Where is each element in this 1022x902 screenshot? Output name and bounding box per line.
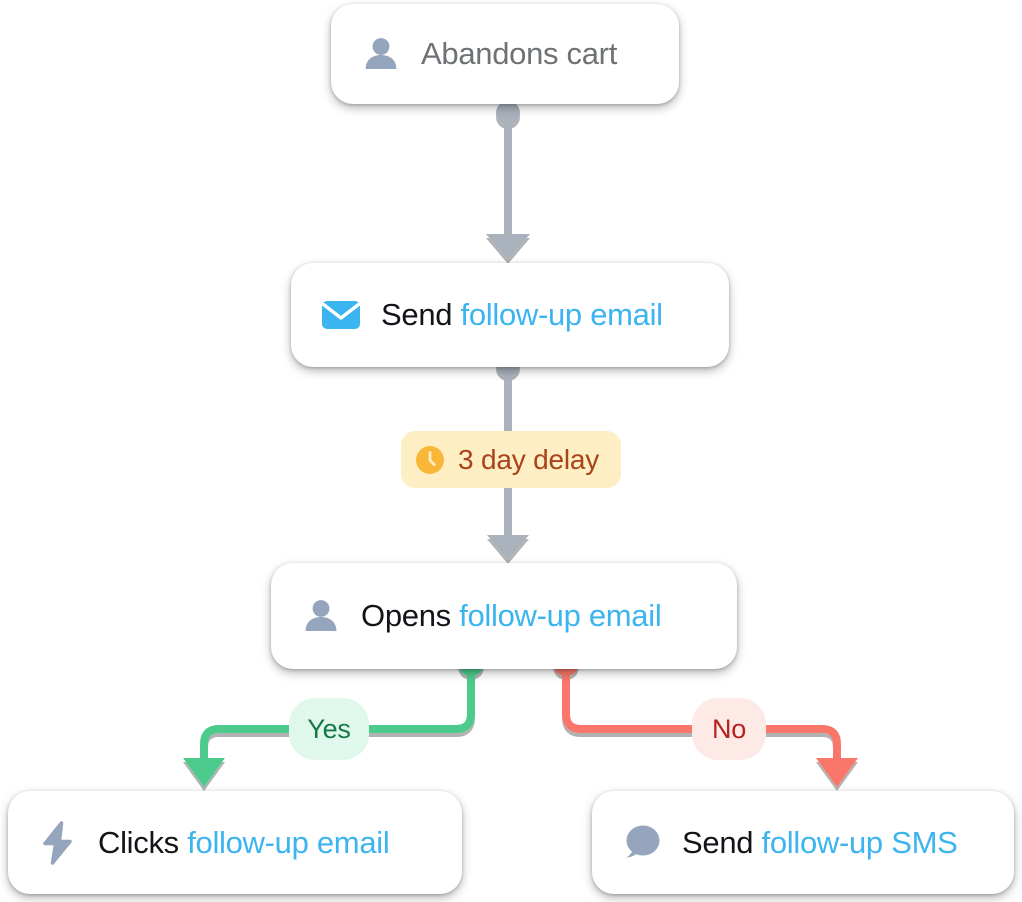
person-icon [299,594,343,638]
node-label-accent: follow-up email [459,598,662,633]
node-label: Clicks follow-up email [98,824,390,861]
branch-chip-no-label: No [711,713,747,744]
connector-abandons-to-send-email [486,101,530,260]
clock-icon [415,445,445,475]
node-label-accent: follow-up email [460,297,664,332]
node-send-follow-up-email[interactable]: Send follow-up email [291,263,729,367]
node-label: Send follow-up email [381,297,663,333]
node-label-plain: Abandons cart [421,36,618,71]
lightning-bolt-icon [36,820,80,865]
envelope-icon [319,293,363,337]
node-label-plain: Opens [361,598,460,633]
node-label-plain: Send [381,297,461,332]
node-label-accent: follow-up email [187,824,390,860]
node-label-plain: Clicks [98,824,188,860]
delay-badge[interactable]: 3 day delay [401,431,622,488]
branch-chip-yes[interactable]: Yes [289,698,369,760]
branch-chip-no[interactable]: No [692,698,766,760]
delay-label: 3 day delay [458,443,600,475]
chat-bubble-icon [620,821,664,865]
node-clicks-follow-up-email[interactable]: Clicks follow-up email [8,791,462,894]
branch-chip-yes-label: Yes [307,713,351,744]
node-abandons-cart[interactable]: Abandons cart [331,4,679,104]
node-label-accent: follow-up SMS [761,824,958,860]
node-opens-follow-up-email[interactable]: Opens follow-up email [271,563,737,669]
node-label: Abandons cart [421,36,617,72]
person-icon [359,32,403,76]
node-send-follow-up-sms[interactable]: Send follow-up SMS [592,791,1014,894]
node-label: Send follow-up SMS [682,824,958,861]
node-label-plain: Send [682,824,762,860]
node-label: Opens follow-up email [361,598,662,634]
